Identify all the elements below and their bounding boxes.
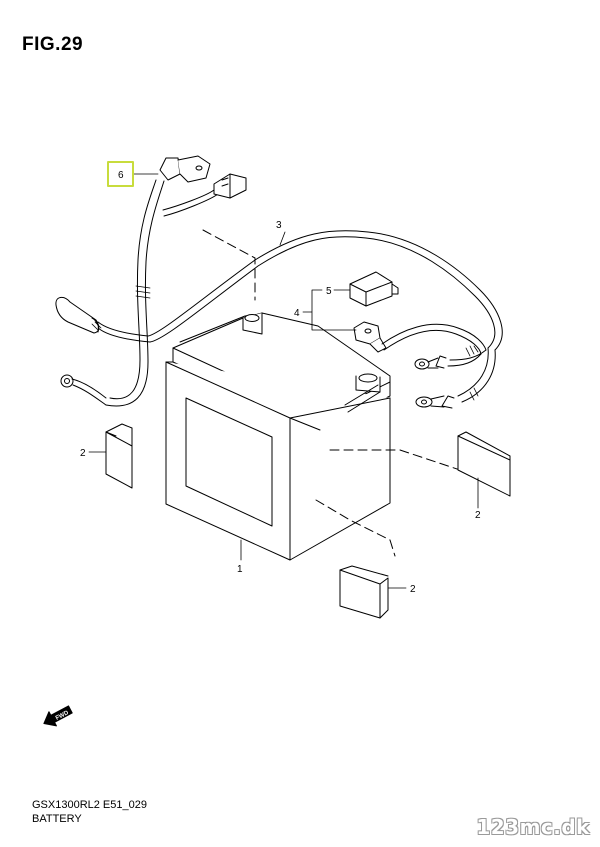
callout-2-bottom[interactable]: 2	[410, 584, 416, 595]
cable-harness[interactable]	[55, 179, 503, 407]
callout-3[interactable]: 3	[276, 220, 282, 231]
battery-pad-right[interactable]	[457, 431, 511, 497]
callout-4[interactable]: 4	[294, 308, 300, 319]
hidden-lines	[202, 229, 461, 557]
callout-6[interactable]: 6	[118, 170, 124, 181]
battery[interactable]	[165, 312, 391, 561]
callout-6-highlight	[107, 161, 134, 187]
site-watermark: 123mc.dk	[476, 815, 590, 839]
battery-pad-left[interactable]	[105, 423, 133, 489]
battery-lead-cables[interactable]	[353, 321, 496, 409]
callout-2-right[interactable]: 2	[475, 510, 481, 521]
main-fuse-connector[interactable]	[159, 155, 247, 217]
leader-lines	[88, 173, 479, 589]
model-code: GSX1300RL2 E51_029	[32, 799, 147, 811]
fwd-arrow-icon: FWD	[43, 705, 73, 727]
terminal-cover[interactable]	[349, 271, 399, 307]
callout-2-left[interactable]: 2	[80, 448, 86, 459]
callout-5[interactable]: 5	[326, 286, 332, 297]
callout-1[interactable]: 1	[237, 564, 243, 575]
battery-pad-bottom[interactable]	[339, 565, 389, 619]
figure-title: FIG.29	[22, 34, 84, 55]
diagram-caption: BATTERY	[32, 813, 82, 825]
